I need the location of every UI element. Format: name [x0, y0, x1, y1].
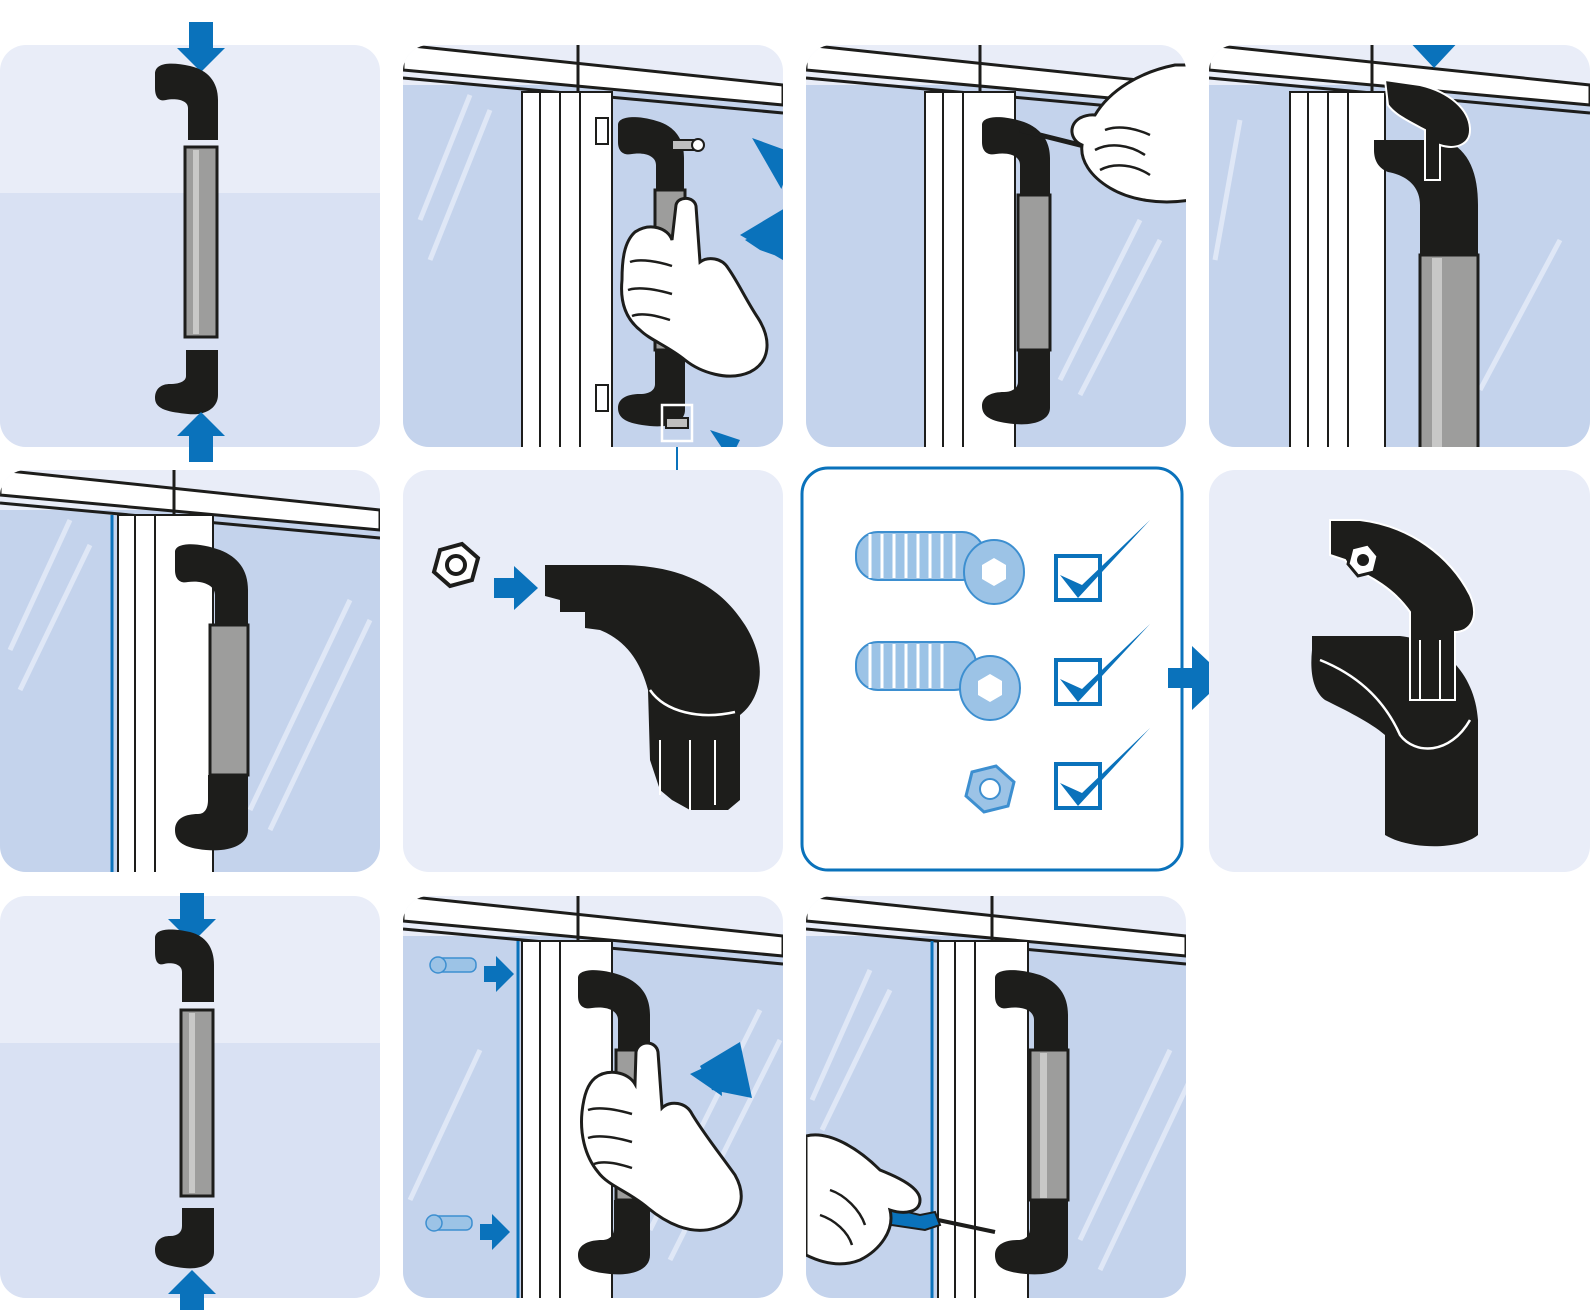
down-arrow-icon	[1406, 45, 1462, 68]
right-arrow-icon	[752, 137, 783, 190]
right-arrow-icon	[710, 430, 740, 447]
handle-bottom-cap	[618, 350, 685, 427]
step-7-panel	[800, 466, 1184, 872]
handle-tube	[1016, 193, 1052, 352]
handle-top-cap	[155, 63, 218, 140]
screw-1-icon	[429, 956, 477, 974]
large-left-arrow-icon	[690, 1042, 752, 1098]
handle-bottom-cap	[982, 350, 1050, 425]
hand	[620, 196, 769, 378]
up-arrow-icon	[168, 1270, 216, 1310]
handle-tube	[179, 1008, 215, 1198]
right-arrow-icon	[484, 956, 514, 992]
handle-tube	[1418, 253, 1480, 447]
handle-bottom-cap	[155, 350, 218, 415]
handle-cap-lower	[1374, 140, 1478, 255]
nut-icon	[431, 541, 481, 589]
hand	[1070, 63, 1186, 204]
right-arrow-icon	[1168, 646, 1226, 710]
handle-top-cap	[155, 929, 214, 1002]
handle-tube	[208, 623, 250, 777]
hand	[806, 1133, 922, 1266]
step-4-panel	[1209, 45, 1590, 447]
step-10-panel	[403, 896, 783, 1298]
step-11-panel	[806, 896, 1186, 1298]
screw-2-icon	[855, 641, 1021, 721]
hand	[580, 1041, 743, 1232]
step-8-panel	[1209, 470, 1590, 872]
screw-2-icon	[425, 1214, 473, 1232]
handle-top-cap	[578, 970, 650, 1050]
screw-icon	[665, 417, 689, 429]
handle-top-cap	[618, 117, 684, 190]
right-arrow-icon	[480, 1214, 510, 1250]
step-2-panel	[403, 45, 783, 472]
handle-top-cap	[175, 544, 248, 625]
screw-1-icon	[855, 531, 1025, 605]
right-arrow-icon	[494, 566, 538, 610]
handle-bottom-cap	[155, 1208, 214, 1269]
handle-bottom-cap	[175, 775, 248, 851]
step-3-panel	[806, 45, 1186, 447]
handle-cap-large	[545, 565, 760, 810]
step-6-panel	[403, 470, 783, 872]
up-arrow-icon	[177, 412, 225, 462]
handle-top-cap	[982, 117, 1050, 195]
down-arrow-icon	[177, 22, 225, 72]
handle-bottom-cap	[578, 1200, 650, 1275]
frame-profile	[1289, 91, 1386, 447]
handle-tube	[183, 145, 219, 339]
screw-icon	[671, 139, 695, 151]
large-left-arrow-icon	[740, 205, 783, 270]
handle-bottom-cap	[995, 1200, 1068, 1275]
step-1-panel	[0, 22, 380, 462]
step-9-panel	[0, 893, 380, 1310]
nut-icon	[964, 764, 1016, 814]
handle-top-cap	[995, 970, 1068, 1050]
handle-cap-upper	[1383, 78, 1472, 181]
handle-tube	[1028, 1048, 1070, 1202]
step-5-panel	[0, 470, 380, 872]
